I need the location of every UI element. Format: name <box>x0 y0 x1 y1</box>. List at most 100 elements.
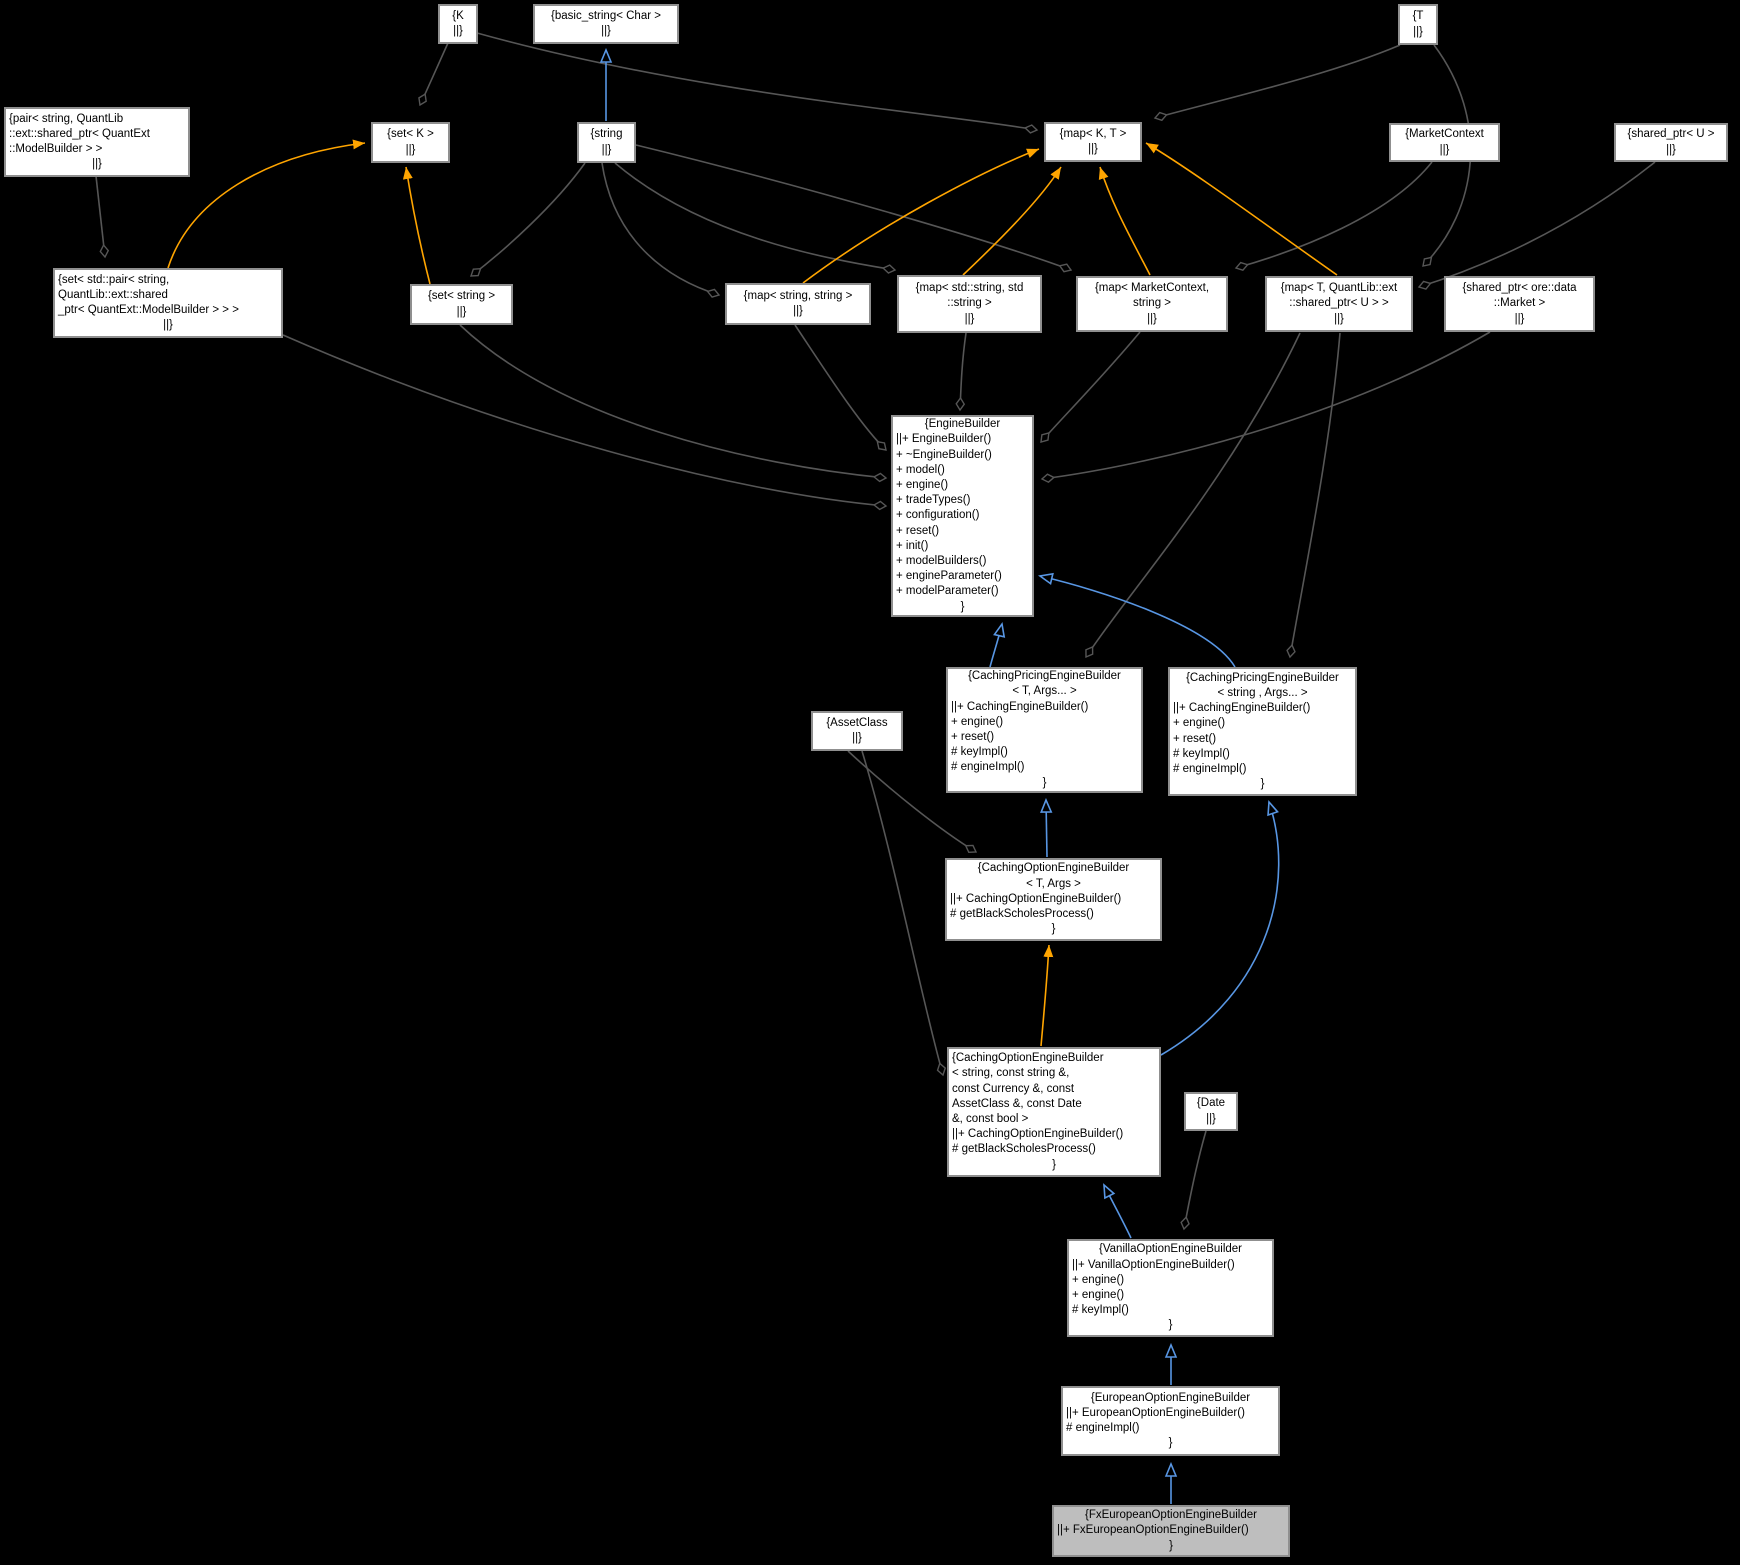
node-close: ||} <box>456 305 467 318</box>
edge-set-pair-to-set-k-template <box>167 139 366 269</box>
node-close: ||} <box>405 143 416 156</box>
node-members: ||+ EngineBuilder() + ~EngineBuilder() +… <box>896 433 1002 598</box>
node-map-string-string[interactable]: {map< string, string > ||} <box>725 283 871 325</box>
node-close: ||} <box>92 158 102 171</box>
edge-map-mc-to-map-kt-template <box>1098 166 1151 276</box>
node-close: } <box>1169 1539 1173 1552</box>
edge-t-to-map-tu <box>1423 44 1472 266</box>
node-title: {set< string > <box>427 290 496 303</box>
node-cachingpricingenginebuilder-t-args[interactable]: {CachingPricingEngineBuilder < T, Args..… <box>946 667 1143 793</box>
edge-map-mc-to-enginebuilder <box>1041 331 1141 442</box>
node-set-string[interactable]: {set< string > ||} <box>410 284 513 325</box>
node-string[interactable]: {string ||} <box>577 122 636 163</box>
node-title: {map< std::string, std ::string > <box>915 282 1024 310</box>
node-close: ||} <box>852 732 862 744</box>
node-members: ||+ CachingOptionEngineBuilder() # getBl… <box>950 892 1122 921</box>
node-map-stdstring-stdstring[interactable]: {map< std::string, std ::string > ||} <box>897 275 1042 333</box>
node-pair-string-modelbuilder[interactable]: {pair< string, QuantLib ::ext::shared_pt… <box>4 107 190 177</box>
node-europeanoptionenginebuilder[interactable]: {EuropeanOptionEngineBuilder ||+ Europea… <box>1061 1386 1280 1456</box>
edge-map-tu-to-cpeb-t <box>1086 332 1301 657</box>
aggregation-edges <box>95 32 1656 1229</box>
node-cachingoptionenginebuilder-string[interactable]: {CachingOptionEngineBuilder < string, co… <box>947 1047 1161 1177</box>
node-k[interactable]: {K ||} <box>438 4 478 44</box>
node-enginebuilder[interactable]: {EngineBuilder ||+ EngineBuilder() + ~En… <box>891 415 1034 617</box>
node-title: {pair< string, QuantLib ::ext::shared_pt… <box>9 112 150 155</box>
node-fxeuropeanoptionenginebuilder[interactable]: {FxEuropeanOptionEngineBuilder ||+ FxEur… <box>1052 1505 1290 1557</box>
node-members: ||+ VanillaOptionEngineBuilder() + engin… <box>1072 1258 1235 1317</box>
node-title: {basic_string< Char > <box>551 9 661 22</box>
node-assetclass[interactable]: {AssetClass ||} <box>811 711 903 751</box>
node-map-marketcontext-string[interactable]: {map< MarketContext, string > ||} <box>1076 276 1228 332</box>
node-close: ||} <box>964 312 975 325</box>
node-members: ||+ FxEuropeanOptionEngineBuilder() <box>1057 1524 1249 1537</box>
inheritance-edges <box>606 50 1280 1504</box>
node-title: {EuropeanOptionEngineBuilder <box>1090 1391 1251 1404</box>
node-set-pair-modelbuilder[interactable]: {set< std::pair< string, QuantLib::ext::… <box>53 268 283 338</box>
node-close: ||} <box>601 143 612 156</box>
edge-k-to-map-kt <box>476 32 1037 130</box>
edge-t-to-map-kt <box>1155 44 1401 118</box>
edge-coeb-t-to-cpeb-t-inherit <box>1046 800 1047 858</box>
node-cachingpricingenginebuilder-string-args[interactable]: {CachingPricingEngineBuilder < string , … <box>1168 667 1357 796</box>
node-vanillaoptionenginebuilder[interactable]: {VanillaOptionEngineBuilder ||+ VanillaO… <box>1067 1239 1274 1337</box>
node-close: ||} <box>1147 312 1157 325</box>
node-shared-ptr-market[interactable]: {shared_ptr< ore::data ::Market > ||} <box>1444 276 1595 332</box>
node-close: ||} <box>793 305 803 317</box>
edge-voeb-to-coeb-s-inherit <box>1104 1185 1132 1239</box>
edge-pair-to-set-pair <box>95 175 105 257</box>
node-title: {CachingOptionEngineBuilder < T, Args > <box>977 862 1130 890</box>
node-close: } <box>1042 776 1047 789</box>
edge-map-tu-to-map-kt-template <box>1145 142 1338 276</box>
node-cachingoptionenginebuilder-t-args[interactable]: {CachingOptionEngineBuilder < T, Args > … <box>945 858 1162 941</box>
node-title: {EngineBuilder <box>924 418 1001 431</box>
node-title: {VanillaOptionEngineBuilder <box>1099 1243 1242 1256</box>
node-close: } <box>960 600 965 613</box>
node-title: {K <box>452 9 464 22</box>
node-members: ||+ EuropeanOptionEngineBuilder() # engi… <box>1066 1406 1245 1434</box>
node-title: {CachingPricingEngineBuilder < T, Args..… <box>968 670 1121 698</box>
node-marketcontext[interactable]: {MarketContext ||} <box>1389 123 1500 162</box>
node-title: {Date <box>1196 1097 1226 1110</box>
edge-coeb-s-to-cpeb-s-inherit <box>1160 802 1280 1056</box>
node-date[interactable]: {Date ||} <box>1184 1092 1238 1131</box>
edge-shared-u-to-map-tu <box>1419 161 1656 287</box>
edge-cpeb-t-to-enginebuilder-inherit <box>989 624 1002 668</box>
node-set-k[interactable]: {set< K > ||} <box>371 122 450 163</box>
node-close: ||} <box>1514 312 1525 325</box>
node-title: {set< std::pair< string, QuantLib::ext::… <box>58 273 239 316</box>
node-title: {map< MarketContext, string > <box>1094 282 1210 310</box>
edge-assetclass-to-coeb-s <box>861 750 943 1075</box>
edge-map-tu-to-cpeb-s <box>1290 332 1341 657</box>
node-t[interactable]: {T ||} <box>1398 4 1438 45</box>
node-close: ||} <box>1206 1112 1216 1125</box>
node-title: {MarketContext <box>1405 128 1484 141</box>
node-close: ||} <box>1666 143 1676 156</box>
node-title: {CachingOptionEngineBuilder < string, co… <box>952 1052 1104 1125</box>
node-shared-ptr-u[interactable]: {shared_ptr< U > ||} <box>1614 123 1728 162</box>
edge-map-ss-to-map-kt-template <box>802 148 1040 284</box>
node-map-k-t[interactable]: {map< K, T > ||} <box>1044 122 1142 162</box>
edge-set-string-to-set-k-template <box>402 166 431 285</box>
node-basic-string[interactable]: {basic_string< Char > ||} <box>533 4 679 44</box>
node-title: {shared_ptr< U > <box>1627 128 1715 141</box>
node-title: {map< T, QuantLib::ext ::shared_ptr< U >… <box>1280 282 1398 310</box>
node-map-t-shared-ptr-u[interactable]: {map< T, QuantLib::ext ::shared_ptr< U >… <box>1265 276 1413 332</box>
node-title: {CachingPricingEngineBuilder < string , … <box>1186 671 1339 699</box>
template-instantiation-edges <box>167 139 1338 1047</box>
edge-set-string-to-enginebuilder <box>459 324 886 478</box>
edge-string-to-map-stdss <box>614 162 895 270</box>
node-title: {string <box>590 128 623 141</box>
edge-map-stdss-to-map-kt-template <box>962 166 1062 276</box>
edge-shared-market-to-enginebuilder <box>1042 331 1491 479</box>
node-close: ||} <box>1334 312 1344 325</box>
node-close: } <box>1168 1437 1173 1450</box>
edge-k-to-set-k <box>420 42 449 105</box>
node-members: ||+ CachingEngineBuilder() + engine() + … <box>1173 702 1311 775</box>
edge-map-stdss-to-enginebuilder <box>960 332 967 410</box>
edge-string-to-map-ss <box>601 162 719 295</box>
node-close: ||} <box>601 25 611 37</box>
edge-assetclass-to-coeb-t <box>847 750 976 852</box>
node-close: ||} <box>163 319 173 332</box>
edge-cpeb-s-to-enginebuilder-inherit <box>1040 576 1236 668</box>
